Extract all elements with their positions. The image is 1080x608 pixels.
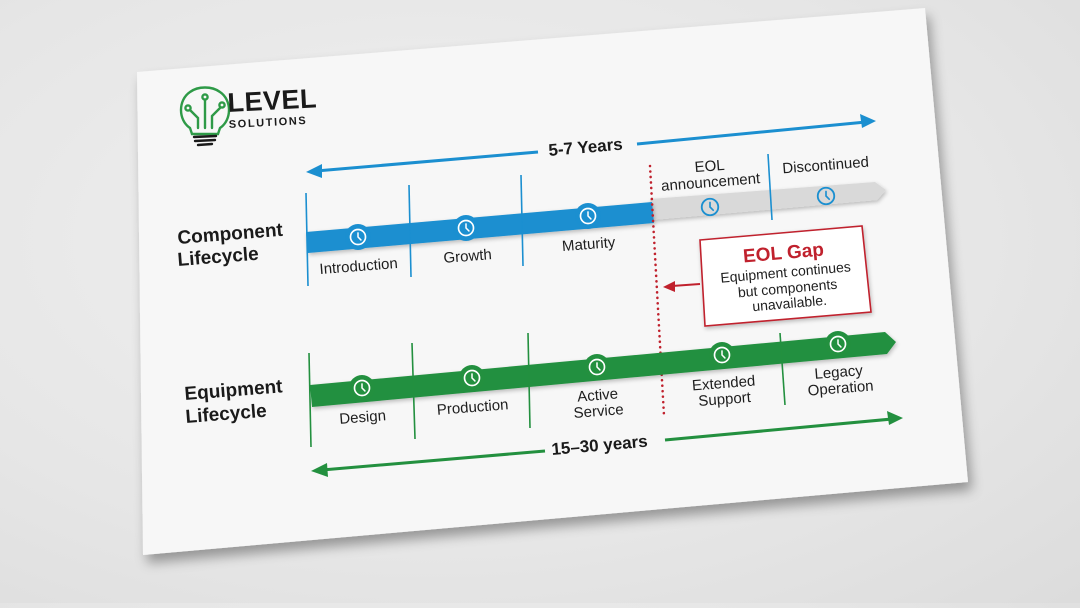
stage-label-eol-line1: EOL xyxy=(694,157,725,176)
stage-label-growth: Growth xyxy=(443,246,493,267)
clock-icon-maturity xyxy=(575,203,601,229)
component-band xyxy=(306,202,654,253)
lightbulb-circuit-icon xyxy=(179,86,231,136)
card xyxy=(137,8,968,555)
component-dividers xyxy=(305,153,773,287)
stage-label-active-line1: Active xyxy=(577,385,619,405)
clock-icon-introduction xyxy=(345,224,371,250)
stage-label-discontinued: Discontinued xyxy=(782,154,870,178)
component-span-arrow xyxy=(306,114,876,178)
logo: LEVEL SOLUTIONS xyxy=(179,83,318,147)
stage-label-introduction: Introduction xyxy=(319,255,398,278)
stage-label-extended-line1: Extended xyxy=(691,373,756,395)
clock-icon-design xyxy=(349,375,375,401)
stage-label-legacy-line2: Operation xyxy=(807,377,874,399)
brand-subtitle: SOLUTIONS xyxy=(229,115,308,131)
clock-icon-production xyxy=(459,365,485,391)
equipment-dividers xyxy=(308,332,786,448)
eol-gap-line3: unavailable. xyxy=(752,292,828,314)
stage-label-legacy-line1: Legacy xyxy=(814,362,864,383)
clock-icon-growth xyxy=(453,215,479,241)
stage-label-extended-line2: Support xyxy=(698,389,753,410)
component-eol-band xyxy=(650,182,886,220)
stage-label-production: Production xyxy=(436,396,509,419)
arrow-left-icon xyxy=(663,281,675,292)
equipment-lifecycle: Equipment Lifecycle xyxy=(184,331,903,477)
bulb-base-icon xyxy=(192,134,218,147)
clock-icon-active-service xyxy=(584,354,610,380)
stage-label-maturity: Maturity xyxy=(561,234,616,255)
stage-label-design: Design xyxy=(339,407,387,428)
clock-icon-extended-support xyxy=(709,342,735,368)
equipment-span-arrow xyxy=(311,411,903,477)
clock-icon-legacy-operation xyxy=(825,331,851,357)
brand-name: LEVEL xyxy=(227,83,318,118)
stage-label-active-line2: Service xyxy=(573,401,624,422)
eol-gap-callout: EOL Gap Equipment continues but componen… xyxy=(663,225,872,327)
